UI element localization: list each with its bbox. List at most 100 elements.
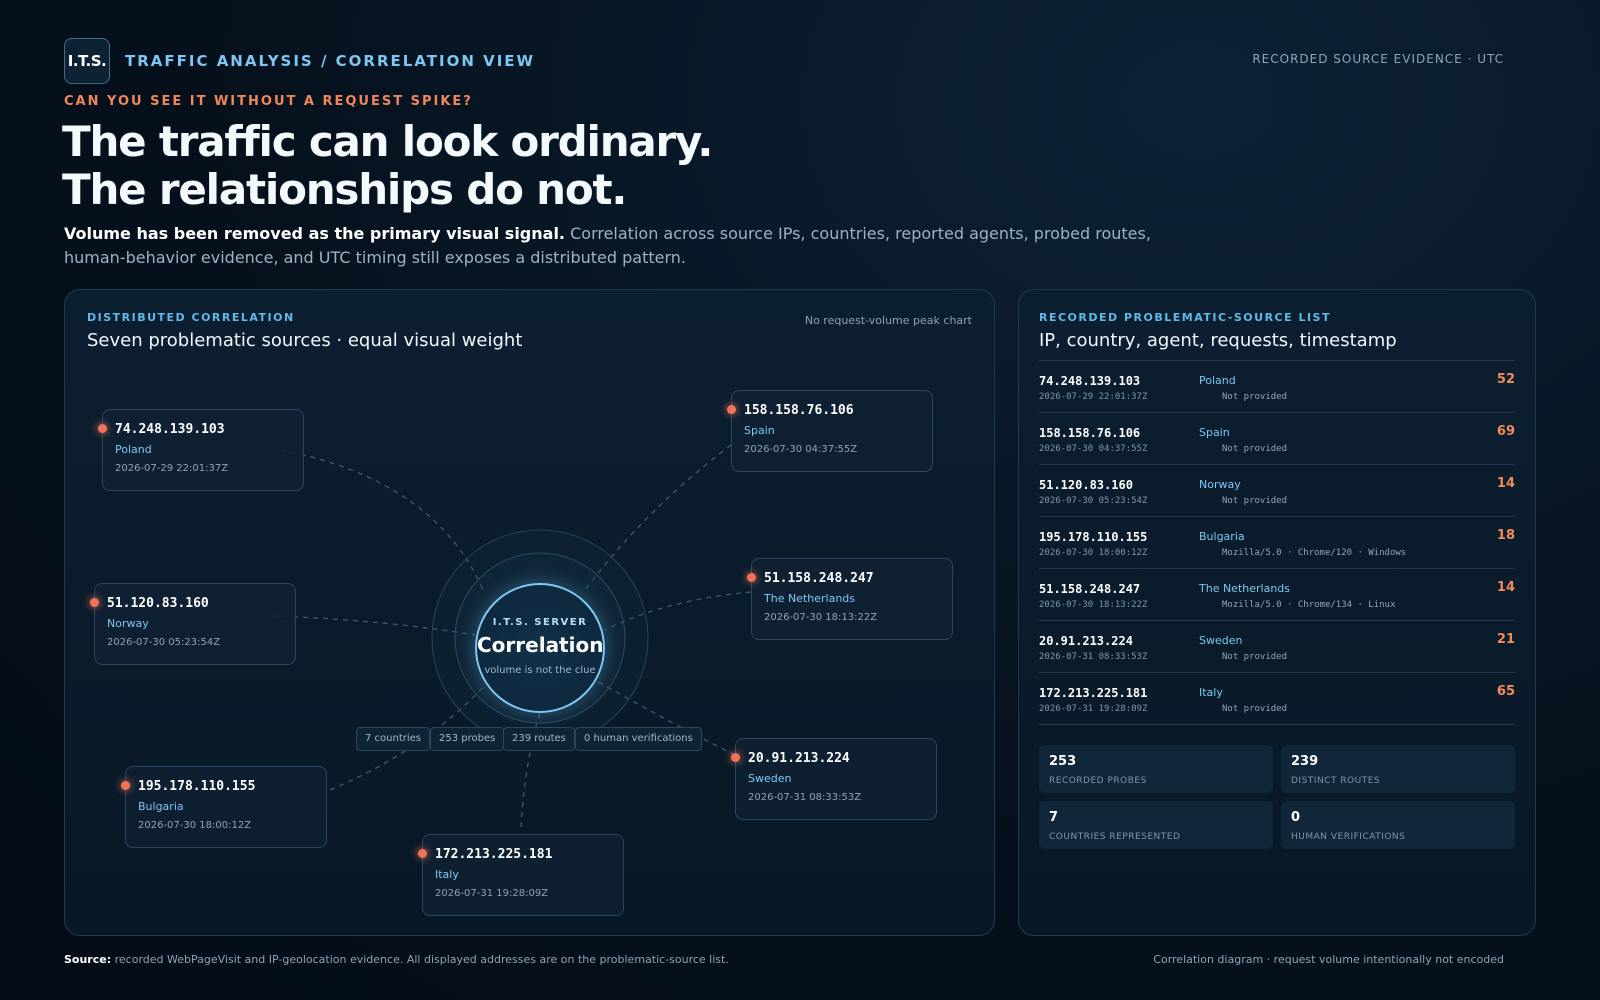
alert-dot	[727, 405, 736, 414]
stat-recorded-probes: 253 RECORDED PROBES	[1039, 745, 1273, 793]
stat-value: 7	[1049, 810, 1059, 825]
stat-value: 253	[1049, 754, 1077, 769]
source-footnote: Source: recorded WebPageVisit and IP-geo…	[64, 953, 729, 966]
node-country: Norway	[107, 617, 149, 630]
chip-routes: 239 routes	[503, 727, 575, 751]
node-norway[interactable]: 51.120.83.160 Norway 2026-07-30 05:23:54…	[90, 583, 296, 665]
list-item[interactable]: 51.120.83.160 2026-07-30 05:23:54Z Norwa…	[1039, 465, 1515, 517]
diagram-footnote: Correlation diagram · request volume int…	[1153, 953, 1504, 966]
stats-grid: 253 RECORDED PROBES 239 DISTINCT ROUTES …	[1039, 745, 1515, 849]
link-spain	[584, 444, 732, 591]
node-ip: 51.120.83.160	[107, 596, 209, 611]
node-bulgaria[interactable]: 195.178.110.155 Bulgaria 2026-07-30 18:0…	[121, 766, 327, 848]
node-timestamp: 2026-07-29 22:01:37Z	[115, 463, 229, 474]
list-item[interactable]: 20.91.213.224 2026-07-31 08:33:53Z Swede…	[1039, 621, 1515, 673]
link-netherlands	[604, 591, 752, 631]
row-agent: Not provided	[1222, 444, 1288, 454]
list-tag: RECORDED PROBLEMATIC-SOURCE LIST	[1039, 311, 1331, 324]
row-timestamp: 2026-07-31 19:28:09Z	[1039, 704, 1148, 714]
row-agent: Not provided	[1222, 392, 1288, 402]
node-italy[interactable]: 172.213.225.181 Italy 2026-07-31 19:28:0…	[418, 834, 624, 916]
node-timestamp: 2026-07-31 08:33:53Z	[748, 792, 862, 803]
node-sweden[interactable]: 20.91.213.224 Sweden 2026-07-31 08:33:53…	[731, 738, 937, 820]
row-country: Italy	[1199, 686, 1223, 699]
list-item[interactable]: 195.178.110.155 2026-07-30 18:00:12Z Bul…	[1039, 517, 1515, 569]
row-requests: 18	[1496, 528, 1515, 543]
headline-line-2: The relationships do not.	[62, 165, 627, 214]
row-ip: 20.91.213.224	[1039, 634, 1133, 648]
row-requests: 69	[1496, 424, 1515, 439]
node-country: Bulgaria	[138, 800, 184, 813]
alert-dot	[90, 598, 99, 607]
list-item[interactable]: 172.213.225.181 2026-07-31 19:28:09Z Ita…	[1039, 673, 1515, 725]
row-requests: 14	[1496, 476, 1515, 491]
chip-countries: 7 countries	[356, 727, 431, 751]
row-country: Sweden	[1199, 634, 1243, 647]
its-logo: I.T.S.	[64, 38, 110, 84]
row-country: Spain	[1199, 426, 1230, 439]
headline-line-1: The traffic can look ordinary.	[62, 117, 713, 166]
stat-label: DISTINCT ROUTES	[1291, 776, 1381, 786]
row-agent: Mozilla/5.0 · Chrome/134 · Linux	[1222, 600, 1396, 610]
correlation-core: I.T.S. SERVER Correlation volume is not …	[475, 583, 605, 713]
node-timestamp: 2026-07-30 04:37:55Z	[744, 444, 858, 455]
alert-dot	[121, 781, 130, 790]
alert-dot	[747, 573, 756, 582]
node-poland[interactable]: 74.248.139.103 Poland 2026-07-29 22:01:3…	[98, 409, 304, 491]
node-ip: 172.213.225.181	[435, 847, 553, 862]
node-timestamp: 2026-07-30 05:23:54Z	[107, 637, 221, 648]
core-label: I.T.S. SERVER	[492, 617, 588, 628]
node-ip: 158.158.76.106	[744, 403, 854, 418]
list-item[interactable]: 74.248.139.103 2026-07-29 22:01:37Z Pola…	[1039, 361, 1515, 413]
source-rest: recorded WebPageVisit and IP-geolocation…	[111, 953, 729, 966]
node-country: Sweden	[748, 772, 792, 785]
source-list: 74.248.139.103 2026-07-29 22:01:37Z Pola…	[1039, 360, 1515, 725]
node-ip: 51.158.248.247	[764, 571, 874, 586]
node-country: The Netherlands	[764, 592, 856, 605]
lede-rest: Correlation across source IPs, countries…	[64, 224, 1151, 267]
link-sweden	[594, 679, 736, 756]
source-bold: Source:	[64, 953, 112, 966]
row-ip: 195.178.110.155	[1039, 530, 1148, 544]
row-ip: 51.158.248.247	[1039, 582, 1141, 596]
stat-value: 239	[1291, 754, 1319, 769]
row-agent: Not provided	[1222, 652, 1288, 662]
row-country: The Netherlands	[1199, 582, 1291, 595]
row-agent: Not provided	[1222, 496, 1288, 506]
link-norway	[272, 615, 476, 636]
source-list-panel: RECORDED PROBLEMATIC-SOURCE LIST IP, cou…	[1018, 289, 1536, 936]
row-timestamp: 2026-07-31 08:33:53Z	[1039, 652, 1148, 662]
node-netherlands[interactable]: 51.158.248.247 The Netherlands 2026-07-3…	[747, 558, 953, 640]
breadcrumb: TRAFFIC ANALYSIS / CORRELATION VIEW	[125, 52, 536, 70]
row-requests: 21	[1496, 632, 1515, 647]
node-country: Spain	[744, 424, 775, 437]
row-timestamp: 2026-07-29 22:01:37Z	[1039, 392, 1148, 402]
core-subtitle: volume is not the clue	[484, 665, 596, 676]
alert-dot	[731, 753, 740, 762]
row-requests: 65	[1496, 684, 1515, 699]
row-ip: 74.248.139.103	[1039, 374, 1141, 388]
lede-paragraph: Volume has been removed as the primary v…	[64, 222, 1194, 270]
eyebrow-question: CAN YOU SEE IT WITHOUT A REQUEST SPIKE?	[64, 94, 473, 109]
row-agent: Mozilla/5.0 · Chrome/120 · Windows	[1222, 548, 1407, 558]
list-item[interactable]: 158.158.76.106 2026-07-30 04:37:55Z Spai…	[1039, 413, 1515, 465]
row-agent: Not provided	[1222, 704, 1288, 714]
diagram-note: No request-volume peak chart	[804, 314, 972, 327]
node-ip: 20.91.213.224	[748, 751, 850, 766]
stat-countries: 7 COUNTRIES REPRESENTED	[1039, 801, 1273, 849]
evidence-label: RECORDED SOURCE EVIDENCE · UTC	[1252, 52, 1504, 66]
node-country: Poland	[115, 443, 152, 456]
node-spain[interactable]: 158.158.76.106 Spain 2026-07-30 04:37:55…	[727, 390, 933, 472]
node-timestamp: 2026-07-30 18:00:12Z	[138, 820, 252, 831]
row-requests: 14	[1496, 580, 1515, 595]
stat-distinct-routes: 239 DISTINCT ROUTES	[1281, 745, 1515, 793]
row-country: Bulgaria	[1199, 530, 1245, 543]
list-item[interactable]: 51.158.248.247 2026-07-30 18:13:22Z The …	[1039, 569, 1515, 621]
page-title: The traffic can look ordinary. The relat…	[62, 117, 713, 214]
node-timestamp: 2026-07-31 19:28:09Z	[435, 888, 549, 899]
node-country: Italy	[435, 868, 459, 881]
stat-label: RECORDED PROBES	[1049, 776, 1147, 786]
row-country: Poland	[1199, 374, 1236, 387]
row-timestamp: 2026-07-30 04:37:55Z	[1039, 444, 1148, 454]
stat-human-verifications: 0 HUMAN VERIFICATIONS	[1281, 801, 1515, 849]
